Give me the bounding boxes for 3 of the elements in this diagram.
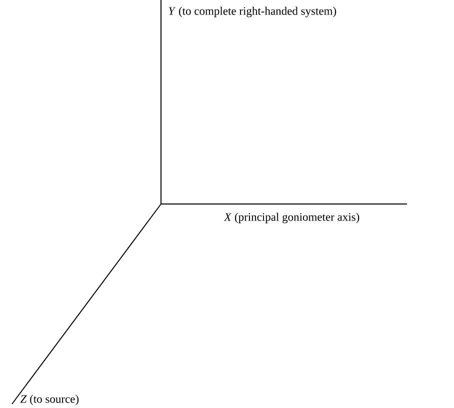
axis-label: Z (to source) — [20, 394, 79, 406]
axis-label: X (principal goniometer axis) — [224, 212, 360, 224]
axis-label: Y (to complete right-handed system) — [168, 6, 336, 18]
